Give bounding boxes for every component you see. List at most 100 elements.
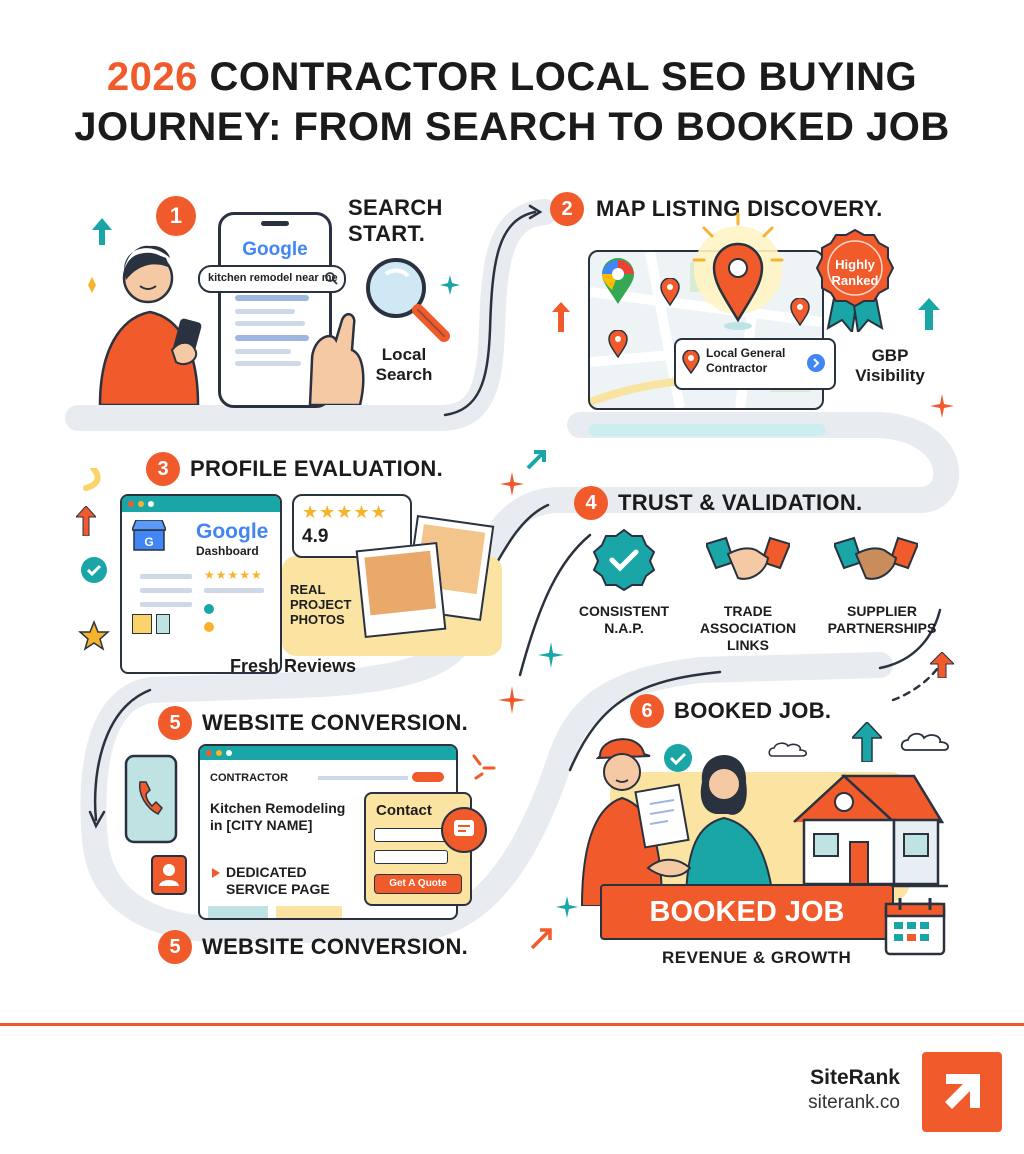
- siterank-logo[interactable]: [922, 1052, 1002, 1132]
- directions-icon[interactable]: [806, 353, 826, 373]
- check-circle-icon: [81, 557, 107, 583]
- step1-side-label: Local Search: [368, 345, 440, 385]
- get-quote-button[interactable]: Get A Quote: [374, 874, 462, 894]
- real-photos-label: REAL PROJECT PHOTOS: [290, 582, 351, 627]
- sparkle-icon: [500, 472, 524, 496]
- siterank-arrow-icon: [945, 1074, 980, 1109]
- spark-lines-icon: [472, 754, 496, 780]
- site-nav-button[interactable]: [412, 772, 444, 782]
- step3-google-logo: Google: [196, 520, 269, 543]
- sparkle-icon: [498, 686, 526, 714]
- step1-title: SEARCH START.: [348, 195, 443, 247]
- rating-stars: ★★★★★: [302, 502, 388, 522]
- up-arrow-icon: [852, 722, 882, 762]
- magnifier-icon: [366, 258, 450, 342]
- real-photos-line2: PROJECT: [290, 597, 352, 612]
- page-title: 2026 CONTRACTOR LOCAL SEO BUYING JOURNEY…: [0, 52, 1024, 152]
- step4-badge: 4: [574, 486, 608, 520]
- step5-bottom-title: WEBSITE CONVERSION.: [202, 934, 469, 959]
- search-bar[interactable]: kitchen remodel near me: [198, 265, 346, 293]
- trust-item-supplier-line2: PARTNERSHIPS: [827, 620, 937, 636]
- search-icon: [325, 272, 338, 285]
- trust-item-nap-line2: N.A.P.: [604, 620, 644, 636]
- browser-titlebar: [200, 746, 456, 760]
- sparkle-icon: [440, 275, 460, 295]
- arrow-icon: [526, 450, 546, 470]
- sparkle-icon: [538, 642, 564, 668]
- title-line1: CONTRACTOR LOCAL SEO BUYING: [197, 55, 918, 99]
- footer-brand-block: SiteRank siterank.co: [760, 1066, 900, 1114]
- chat-bubble-icon: [441, 807, 487, 853]
- cloud-icon: [900, 732, 949, 751]
- step5-bottom-badge: 5: [158, 930, 192, 964]
- listing-name-line2: Contractor: [706, 361, 768, 375]
- listing-name-line1: Local General: [706, 346, 786, 360]
- step6-badge: 6: [630, 694, 664, 728]
- real-photos-line3: PHOTOS: [290, 612, 345, 627]
- project-photo: [355, 541, 447, 639]
- map-pin-icon: [608, 330, 628, 358]
- sparkle-icon: [556, 896, 578, 918]
- highly-ranked-ribbon-icon: [815, 228, 895, 332]
- step2-side-label-line1: GBP: [871, 346, 909, 365]
- site-hero-heading: Kitchen Remodeling in [CITY NAME]: [210, 800, 345, 834]
- search-phone: Google: [218, 212, 332, 408]
- title-line2: JOURNEY: FROM SEARCH TO BOOKED JOB: [74, 105, 950, 149]
- trust-item-supplier: SUPPLIER PARTNERSHIPS: [818, 603, 946, 637]
- featured-map-pin-icon: [692, 212, 784, 330]
- site-nav: [318, 776, 408, 780]
- fresh-reviews-label: Fresh Reviews: [230, 656, 357, 676]
- ribbon-line1: Highly: [835, 257, 875, 272]
- footer-url[interactable]: siterank.co: [808, 1092, 900, 1113]
- trust-item-supplier-line1: SUPPLIER: [846, 603, 917, 619]
- cloud-icon: [768, 742, 808, 757]
- search-query: kitchen remodel near me: [208, 272, 338, 284]
- footer-divider: [0, 1023, 1024, 1026]
- trust-item-nap: CONSISTENT N.A.P.: [564, 603, 684, 637]
- dedicated-page-line1: DEDICATED: [226, 864, 307, 880]
- result-line: [235, 309, 295, 314]
- step1-title-line2: START.: [348, 221, 426, 246]
- site-footer-block: [208, 906, 268, 918]
- dashboard-tile: [132, 614, 152, 634]
- phone-speaker: [261, 221, 289, 226]
- dashboard-dot: [204, 622, 214, 632]
- dashboard-line: [204, 588, 264, 593]
- up-arrow-icon: [918, 298, 940, 330]
- title-year: 2026: [106, 55, 198, 99]
- up-arrow-icon: [76, 506, 96, 536]
- trust-item-nap-line1: CONSISTENT: [578, 603, 670, 619]
- map-pin-icon: [790, 298, 810, 326]
- step5-title: WEBSITE CONVERSION.: [202, 710, 469, 735]
- booked-job-banner: BOOKED JOB: [600, 884, 894, 940]
- dashboard-dot: [204, 604, 214, 614]
- dedicated-page-label: DEDICATED SERVICE PAGE: [226, 864, 330, 898]
- site-footer-block: [276, 906, 342, 918]
- ribbon-line2: Ranked: [831, 273, 879, 288]
- calendar-icon: [884, 898, 946, 956]
- store-icon: G: [132, 520, 166, 551]
- result-line: [235, 335, 309, 341]
- dashboard-info-list: [130, 570, 192, 630]
- contact-form-title: Contact: [376, 802, 432, 819]
- step1-badge: 1: [156, 196, 196, 236]
- real-photos-line1: REAL: [290, 582, 326, 597]
- dashboard-stars: ★★★★★: [204, 568, 263, 582]
- dashboard-label: Dashboard: [196, 544, 259, 558]
- handshake-people-illustration: [580, 738, 776, 906]
- svg-text:G: G: [144, 535, 153, 549]
- step1-side-label-line1: Local: [381, 345, 427, 364]
- result-line: [235, 361, 301, 366]
- sparkle-icon: [930, 394, 954, 418]
- dashboard-titlebar: [122, 496, 280, 512]
- map-pin-icon: [660, 278, 680, 306]
- listing-card[interactable]: Local General Contractor: [674, 338, 836, 390]
- profile-dashboard[interactable]: G Google Dashboard ★★★★★: [120, 494, 282, 674]
- caret-icon: [212, 868, 220, 878]
- dashboard-tile: [156, 614, 170, 634]
- site-hero-line1: Kitchen Remodeling: [210, 800, 346, 816]
- contact-email-field[interactable]: [374, 850, 448, 864]
- result-line: [235, 295, 309, 301]
- contact-name-field[interactable]: [374, 828, 448, 842]
- step1-title-line1: SEARCH: [348, 195, 443, 220]
